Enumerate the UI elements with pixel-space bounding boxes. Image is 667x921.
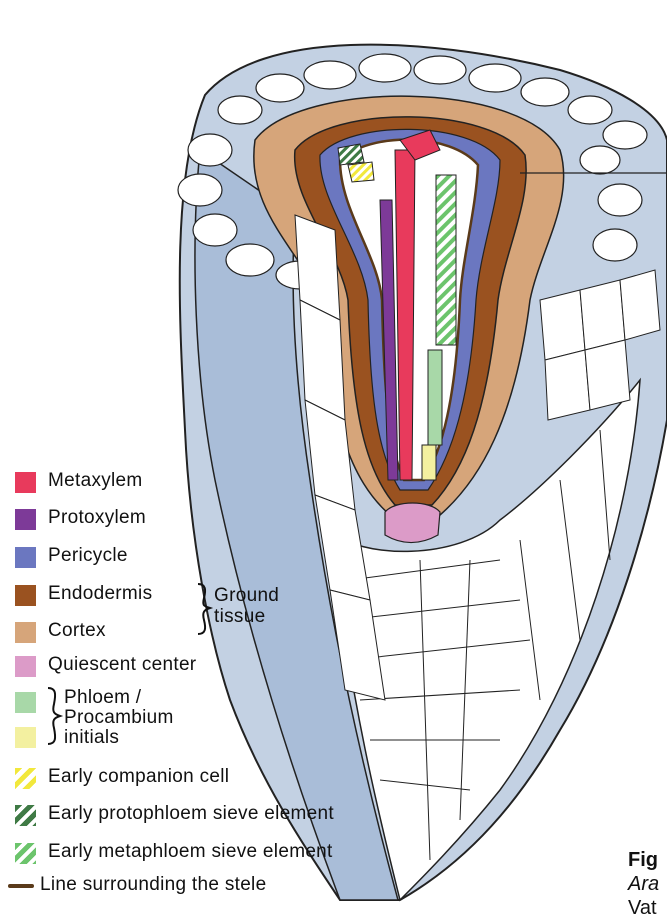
legend-protoxylem-label: Protoxylem xyxy=(48,507,146,529)
quiescent-center xyxy=(385,503,440,543)
pericycle-swatch xyxy=(15,547,36,568)
legend-stele-line-label: Line surrounding the stele xyxy=(40,874,266,896)
ground-tissue-label-2: tissue xyxy=(214,606,265,628)
cortex-swatch xyxy=(15,622,36,643)
legend-metaxylem-label: Metaxylem xyxy=(48,470,143,492)
endodermis-swatch xyxy=(15,585,36,606)
legend-protophloem-label: Early protophloem sieve element xyxy=(48,803,334,825)
procambium-swatch xyxy=(15,727,36,748)
companion-cell-swatch xyxy=(15,768,36,789)
legend-quiescent-center-label: Quiescent center xyxy=(48,654,196,676)
legend-cortex-label: Cortex xyxy=(48,620,106,642)
figure-caption-line-1: Fig xyxy=(628,848,658,873)
metaxylem-swatch xyxy=(15,472,36,493)
stele-line-swatch xyxy=(8,884,34,888)
legend-phloem-label: Phloem / xyxy=(64,687,141,709)
legend-metaphloem-label: Early metaphloem sieve element xyxy=(48,841,333,863)
legend-endodermis-label: Endodermis xyxy=(48,583,152,605)
quiescent-center-swatch xyxy=(15,656,36,677)
legend-pericycle-label: Pericycle xyxy=(48,545,128,567)
protoxylem-swatch xyxy=(15,509,36,530)
figure-caption-line-3: Vat xyxy=(628,896,657,921)
phloem-initials xyxy=(428,350,442,445)
companion-cells xyxy=(348,162,374,182)
protophloem-cells xyxy=(338,144,364,165)
phloem-swatch xyxy=(15,692,36,713)
procambium-initials xyxy=(422,445,436,480)
metaphloem-strip xyxy=(436,175,456,345)
legend-procambium-label: Procambium xyxy=(64,707,174,729)
legend-companion-cell-label: Early companion cell xyxy=(48,766,229,788)
phloem-brace xyxy=(48,688,60,744)
protophloem-swatch xyxy=(15,805,36,826)
ground-tissue-label-1: Ground xyxy=(214,585,279,607)
metaphloem-swatch xyxy=(15,843,36,864)
figure-caption-line-2: Ara xyxy=(628,872,659,897)
legend-initials-label: initials xyxy=(64,727,119,749)
